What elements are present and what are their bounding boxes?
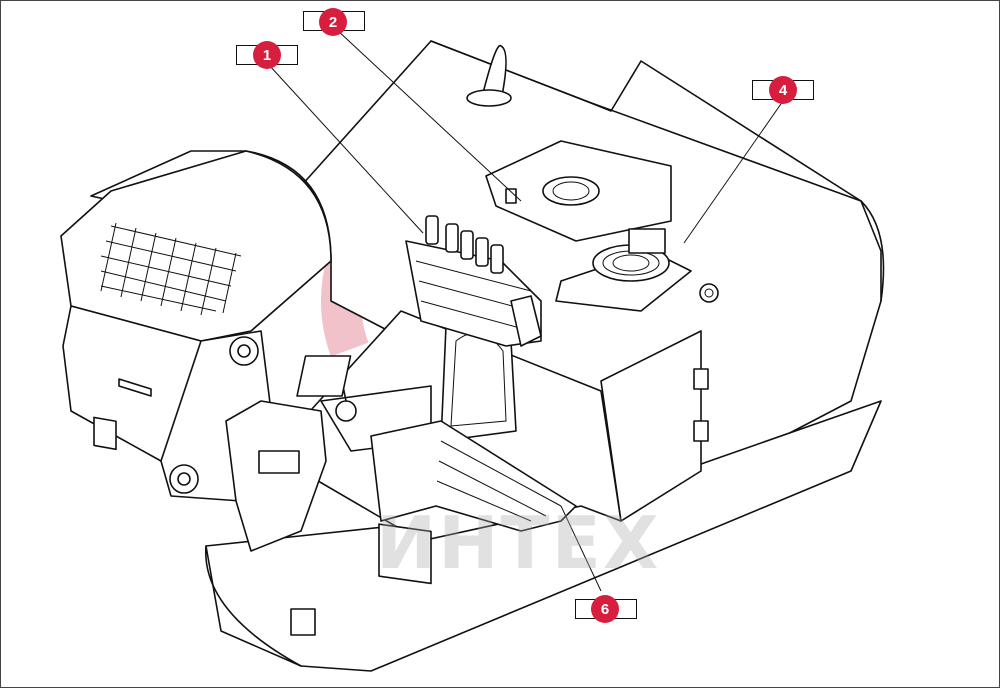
right-side-cover — [600, 330, 709, 522]
valve-spools — [425, 215, 504, 274]
callout-badge-4[interactable]: 4 — [769, 76, 797, 104]
engine-side-cover — [60, 150, 332, 342]
swing-motor — [555, 228, 719, 312]
callout-badge-1[interactable]: 1 — [253, 41, 281, 69]
control-valve-block — [405, 215, 542, 347]
hydraulic-filter-box — [485, 140, 672, 242]
leader-lines — [268, 28, 784, 592]
right-control-block — [370, 420, 577, 585]
watermark-text: ИНТЕХ — [376, 501, 661, 585]
callout-badge-2[interactable]: 2 — [319, 8, 347, 36]
callout-badge-6[interactable]: 6 — [591, 595, 619, 623]
grill — [100, 222, 242, 316]
